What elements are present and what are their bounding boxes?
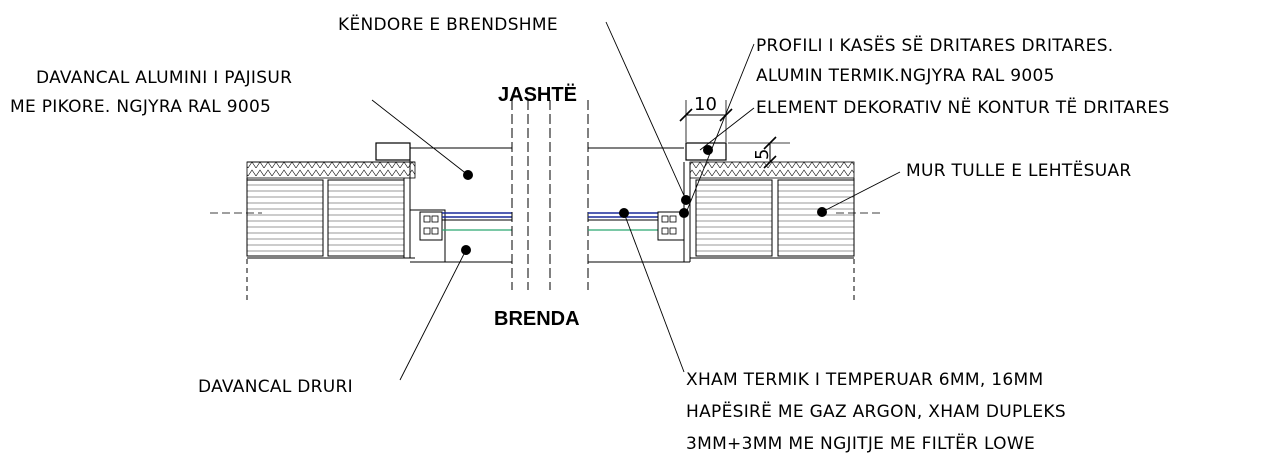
- annotation-element: ELEMENT DEKORATIV NË KONTUR TË DRITARES: [756, 97, 1170, 118]
- left-sill: [375, 142, 512, 263]
- label-outside: JASHTË: [498, 83, 577, 106]
- right-wall: [689, 161, 880, 300]
- leaders: [371, 21, 901, 381]
- annotation-xham-line2: HAPËSIRË ME GAZ ARGON, XHAM DUPLEKS: [686, 401, 1066, 422]
- left-glass: [442, 212, 512, 231]
- annotation-profili-line1: PROFILI I KASËS SË DRITARES DRITARES.: [756, 35, 1114, 56]
- annotation-profili-line2: ALUMIN TERMIK.NGJYRA RAL 9005: [756, 66, 1055, 86]
- left-wall: [210, 161, 416, 300]
- dimension-10-label: 10: [694, 94, 717, 115]
- dimension-5: 5: [728, 136, 790, 169]
- annotation-davancal-alumini-line1: DAVANCAL ALUMINI I PAJISUR: [36, 68, 292, 88]
- break-lines: [511, 100, 589, 290]
- label-inside: BRENDA: [494, 308, 580, 330]
- annotation-davancal-druri: DAVANCAL DRURI: [198, 377, 353, 397]
- annotation-xham-line3: 3MM+3MM ME NGJITJE ME FILTËR LOWE: [686, 433, 1035, 454]
- dimension-5-label: 5: [752, 149, 773, 160]
- annotation-xham-line1: XHAM TERMIK I TEMPERUAR 6MM, 16MM: [686, 370, 1043, 390]
- dimension-10: 10: [679, 94, 733, 142]
- annotation-kendore: KËNDORE E BRENDSHME: [338, 14, 558, 35]
- annotation-mur: MUR TULLE E LEHTËSUAR: [906, 160, 1131, 181]
- annotation-davancal-alumini-line2: ME PIKORE. NGJYRA RAL 9005: [10, 97, 271, 117]
